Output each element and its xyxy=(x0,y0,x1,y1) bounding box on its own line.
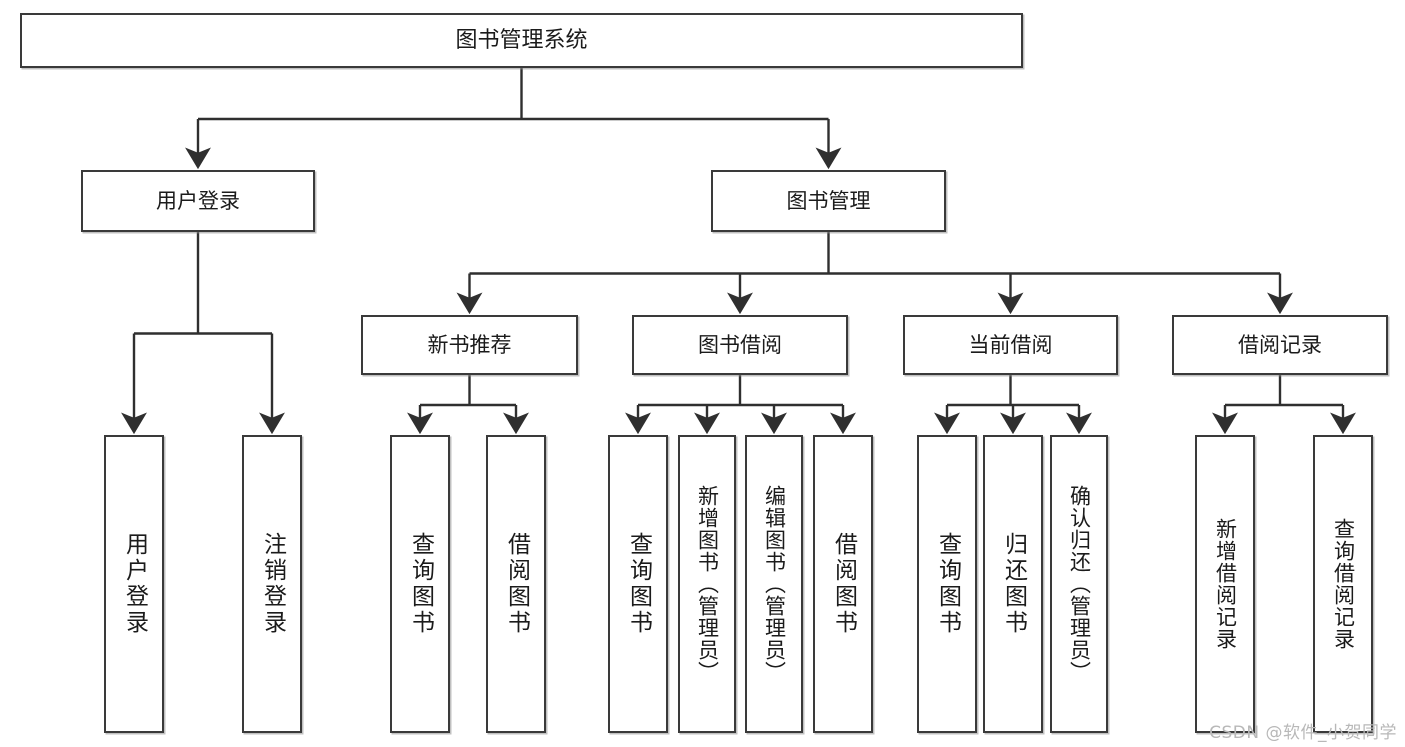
node-label: 借阅记录 xyxy=(1238,332,1322,357)
node-label: 确认归还（管理员） xyxy=(1067,485,1092,683)
node-label: 注销登录 xyxy=(259,532,286,636)
node-leaf-rec-query[interactable]: 查询图书 xyxy=(390,435,450,733)
node-label: 新增借阅记录 xyxy=(1213,518,1238,650)
node-label: 查询图书 xyxy=(934,532,961,636)
node-label: 图书借阅 xyxy=(698,332,782,357)
node-label: 查询借阅记录 xyxy=(1331,518,1356,650)
node-label: 查询图书 xyxy=(625,532,652,636)
node-label: 编辑图书（管理员） xyxy=(762,485,787,683)
node-leaf-user-logout[interactable]: 注销登录 xyxy=(242,435,302,733)
node-book-manage[interactable]: 图书管理 xyxy=(711,170,946,232)
node-leaf-cb-return[interactable]: 归还图书 xyxy=(983,435,1043,733)
node-label: 新增图书（管理员） xyxy=(695,485,720,683)
node-label: 新书推荐 xyxy=(427,332,512,357)
node-user-login[interactable]: 用户登录 xyxy=(81,170,315,232)
node-label: 查询图书 xyxy=(407,532,434,636)
node-leaf-rec-borrow[interactable]: 借阅图书 xyxy=(486,435,546,733)
node-label: 用户登录 xyxy=(121,532,148,636)
node-label: 图书管理系统 xyxy=(455,27,588,53)
node-leaf-user-login[interactable]: 用户登录 xyxy=(104,435,164,733)
node-leaf-cb-confirm[interactable]: 确认归还（管理员） xyxy=(1050,435,1108,733)
node-leaf-br-query[interactable]: 查询借阅记录 xyxy=(1313,435,1373,733)
watermark: CSDN @软件_小贺同学 xyxy=(1209,723,1397,743)
node-book-borrow[interactable]: 图书借阅 xyxy=(632,315,848,375)
node-leaf-cb-query[interactable]: 查询图书 xyxy=(917,435,977,733)
node-leaf-bb-borrow[interactable]: 借阅图书 xyxy=(813,435,873,733)
node-leaf-bb-add[interactable]: 新增图书（管理员） xyxy=(678,435,736,733)
node-label: 图书管理 xyxy=(786,188,871,213)
node-label: 当前借阅 xyxy=(968,332,1053,357)
node-leaf-bb-query[interactable]: 查询图书 xyxy=(608,435,668,733)
node-leaf-bb-edit[interactable]: 编辑图书（管理员） xyxy=(745,435,803,733)
node-root[interactable]: 图书管理系统 xyxy=(20,13,1023,68)
node-new-book-rec[interactable]: 新书推荐 xyxy=(361,315,578,375)
node-label: 用户登录 xyxy=(156,188,240,213)
node-label: 借阅图书 xyxy=(503,532,530,636)
node-label: 借阅图书 xyxy=(830,532,857,636)
node-leaf-br-add[interactable]: 新增借阅记录 xyxy=(1195,435,1255,733)
node-label: 归还图书 xyxy=(1000,532,1027,636)
node-borrow-record[interactable]: 借阅记录 xyxy=(1172,315,1388,375)
node-current-borrow[interactable]: 当前借阅 xyxy=(903,315,1118,375)
